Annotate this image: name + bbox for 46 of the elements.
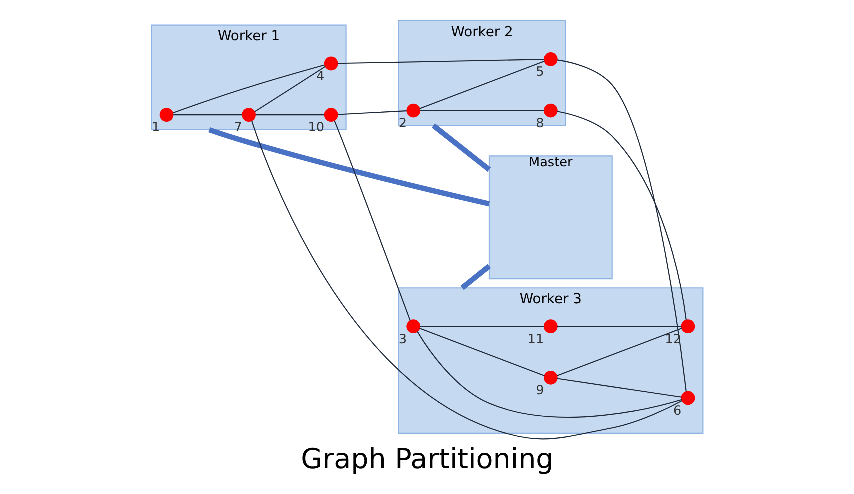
node-label: 5 bbox=[536, 65, 544, 80]
node-circle bbox=[680, 391, 695, 406]
connector bbox=[420, 326, 544, 328]
node-label: 7 bbox=[234, 120, 242, 136]
connector bbox=[250, 120, 682, 440]
connector bbox=[255, 114, 324, 116]
connector bbox=[254, 66, 326, 112]
connector bbox=[556, 328, 682, 376]
node-circle bbox=[242, 108, 256, 122]
connector bbox=[419, 328, 544, 376]
node-circle bbox=[324, 56, 338, 71]
node-circle bbox=[324, 108, 338, 122]
node-label: 1 bbox=[152, 120, 160, 136]
node-circle bbox=[543, 320, 558, 334]
connector bbox=[556, 378, 682, 398]
connector bbox=[416, 331, 682, 418]
connector bbox=[557, 60, 686, 392]
connector bbox=[431, 124, 491, 172]
node-circle bbox=[406, 320, 420, 334]
connector bbox=[208, 127, 490, 207]
node-label: 10 bbox=[308, 120, 324, 136]
node-label: 2 bbox=[398, 116, 406, 132]
diagram-title: Graph Partitioning bbox=[300, 442, 554, 476]
node-label: 3 bbox=[398, 332, 406, 348]
connector bbox=[334, 120, 410, 321]
node-label: 6 bbox=[672, 404, 682, 419]
node-circle bbox=[543, 370, 558, 385]
node-label: 4 bbox=[316, 69, 324, 84]
connector bbox=[337, 59, 544, 64]
node-box: Master bbox=[488, 156, 612, 280]
connector bbox=[172, 64, 324, 114]
node-label: 8 bbox=[536, 116, 544, 132]
connector bbox=[338, 110, 406, 116]
connector bbox=[460, 264, 491, 290]
connector bbox=[173, 114, 242, 116]
connector bbox=[420, 110, 544, 112]
node-circle bbox=[543, 104, 558, 118]
node-circle bbox=[159, 108, 174, 122]
node-label: 11 bbox=[527, 332, 544, 348]
connector bbox=[556, 326, 682, 328]
connector bbox=[419, 60, 544, 110]
node-circle bbox=[406, 104, 420, 118]
node-circle bbox=[543, 52, 558, 66]
node-circle bbox=[680, 320, 695, 334]
node-label: 9 bbox=[536, 384, 544, 399]
connector bbox=[556, 111, 686, 320]
